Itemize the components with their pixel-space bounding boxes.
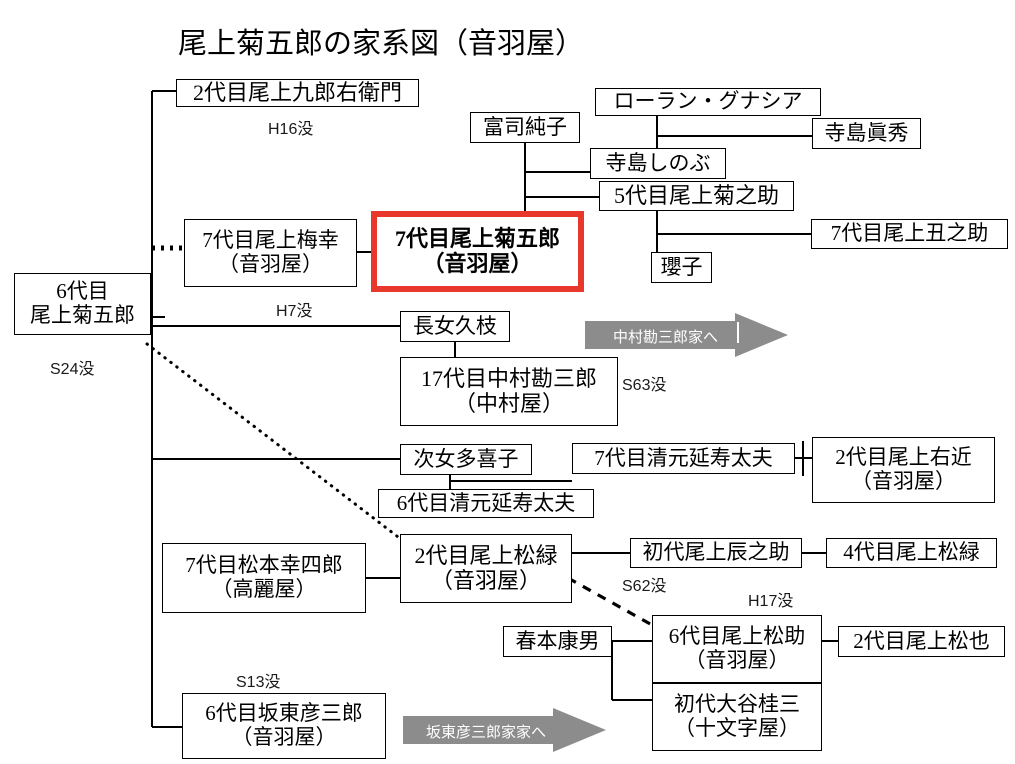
- node-2nd-onoe-matsuya[interactable]: 2代目尾上松也: [838, 626, 1005, 657]
- node-line-1: 寺島しのぶ: [605, 150, 711, 175]
- arrow-bando-family[interactable]: [403, 708, 606, 752]
- node-4th-onoe-shoroku[interactable]: 4代目尾上松緑: [826, 538, 997, 568]
- node-line-2: （音羽屋）: [430, 567, 541, 593]
- node-line-1: 4代目尾上松緑: [843, 540, 980, 565]
- node-6th-onoe-kikugoro[interactable]: 6代目 尾上菊五郎: [14, 273, 151, 335]
- node-5th-onoe-kikunosuke[interactable]: 5代目尾上菊之助: [599, 181, 794, 211]
- node-line-1: 7代目松本幸四郎: [185, 553, 343, 578]
- node-line-1: 6代目清元延寿太夫: [396, 490, 576, 515]
- node-2nd-onoe-ukon[interactable]: 2代目尾上右近 （音羽屋）: [812, 437, 995, 503]
- node-terashima-shinobu[interactable]: 寺島しのぶ: [590, 148, 726, 179]
- node-takiko[interactable]: 次女多喜子: [400, 444, 532, 475]
- node-line-1: 瓔子: [660, 254, 703, 279]
- node-line-2: （音羽屋）: [218, 252, 323, 276]
- node-6th-bando-hikosaburo[interactable]: 6代目坂東彦三郎 （音羽屋）: [182, 693, 386, 759]
- node-line-1: 6代目尾上松助: [668, 624, 806, 649]
- node-line-1: 寺島眞秀: [824, 120, 909, 145]
- node-7th-onoe-baiko[interactable]: 7代目尾上梅幸 （音羽屋）: [184, 219, 357, 287]
- node-fuji-junko[interactable]: 富司純子: [470, 112, 580, 143]
- node-line-1: 6代目: [56, 279, 109, 304]
- node-line-1: 2代目尾上右近: [835, 445, 972, 470]
- node-line-1: 初代大谷桂三: [674, 692, 800, 717]
- node-6th-onoe-matsusuke[interactable]: 6代目尾上松助 （音羽屋）: [652, 615, 822, 683]
- death-note-h17: H17没: [748, 593, 794, 610]
- arrow-nakamura-label: 中村勘三郎家へ: [613, 329, 719, 346]
- node-1st-onoe-tatsunosuke[interactable]: 初代尾上辰之助: [630, 538, 802, 568]
- death-note-s63: S63没: [622, 377, 667, 394]
- node-line-2: （音羽屋）: [422, 250, 533, 276]
- arrow-shape: [403, 708, 606, 752]
- node-7th-kiyomoto-enjudayu[interactable]: 7代目清元延寿太夫: [572, 443, 795, 474]
- death-note-h7: H7没: [276, 303, 313, 320]
- node-line-1: 6代目坂東彦三郎: [205, 701, 363, 726]
- node-7th-onoe-kikugoro[interactable]: 7代目尾上菊五郎 （音羽屋）: [371, 211, 584, 292]
- death-note-s13: S13没: [236, 674, 281, 691]
- node-line-1: 2代目尾上松緑: [414, 542, 558, 568]
- node-youko[interactable]: 瓔子: [651, 252, 712, 283]
- node-line-1: 2代目尾上松也: [853, 628, 990, 653]
- node-line-2: （音羽屋）: [231, 725, 337, 749]
- text-caret: [737, 322, 739, 343]
- node-17th-nakamura-kanzaburo[interactable]: 17代目中村勘三郎 （中村屋）: [400, 357, 618, 426]
- node-2nd-onoe-shoroku[interactable]: 2代目尾上松緑 （音羽屋）: [400, 534, 572, 603]
- node-hisae[interactable]: 長女久枝: [400, 311, 510, 342]
- death-note-h16: H16没: [268, 121, 314, 138]
- node-line-1: 7代目清元延寿太夫: [594, 445, 773, 470]
- node-line-2: （音羽屋）: [851, 469, 956, 493]
- node-7th-matsumoto-koshiro[interactable]: 7代目松本幸四郎 （高麗屋）: [162, 543, 366, 613]
- node-line-2: （音羽屋）: [684, 648, 790, 672]
- node-line-1: 長女久枝: [413, 313, 497, 338]
- node-line-1: 次女多喜子: [413, 446, 519, 471]
- node-line-2: 尾上菊五郎: [30, 303, 135, 327]
- node-2nd-onoe-kuroemon[interactable]: 2代目尾上九郎右衛門: [176, 79, 419, 107]
- node-line-1: 5代目尾上菊之助: [613, 182, 779, 208]
- node-harumoto-yasuo[interactable]: 春本康男: [503, 626, 612, 657]
- page-title: 尾上菊五郎の家系図（音羽屋）: [178, 28, 585, 60]
- node-lauran-gunashia[interactable]: ローラン・グナシア: [595, 88, 821, 116]
- node-line-1: 初代尾上辰之助: [642, 540, 790, 565]
- node-line-1: 17代目中村勘三郎: [420, 365, 597, 391]
- node-line-1: 富司純子: [483, 114, 567, 139]
- node-terashima-maho[interactable]: 寺島眞秀: [812, 118, 921, 149]
- node-line-2: （高麗屋）: [211, 577, 317, 601]
- node-line-1: 7代目尾上菊五郎: [394, 225, 560, 251]
- node-line-2: （十文字屋）: [674, 716, 800, 740]
- death-note-s62: S62没: [622, 578, 667, 595]
- node-line-1: 7代目尾上丑之助: [830, 221, 989, 246]
- node-line-1: 2代目尾上九郎右衛門: [192, 79, 402, 105]
- node-line-2: （中村屋）: [453, 390, 564, 416]
- node-line-1: 春本康男: [515, 628, 600, 653]
- arrow-bando-label: 坂東彦三郎家家へ: [426, 724, 547, 741]
- node-line-1: ローラン・グナシア: [613, 89, 803, 114]
- node-6th-kiyomoto-enjudayu[interactable]: 6代目清元延寿太夫: [378, 489, 594, 518]
- death-note-s24: S24没: [50, 361, 95, 378]
- node-7th-onoe-ushinosuke[interactable]: 7代目尾上丑之助: [811, 219, 1008, 249]
- node-line-1: 7代目尾上梅幸: [202, 228, 339, 253]
- node-1st-otani-keizo[interactable]: 初代大谷桂三 （十文字屋）: [652, 683, 822, 751]
